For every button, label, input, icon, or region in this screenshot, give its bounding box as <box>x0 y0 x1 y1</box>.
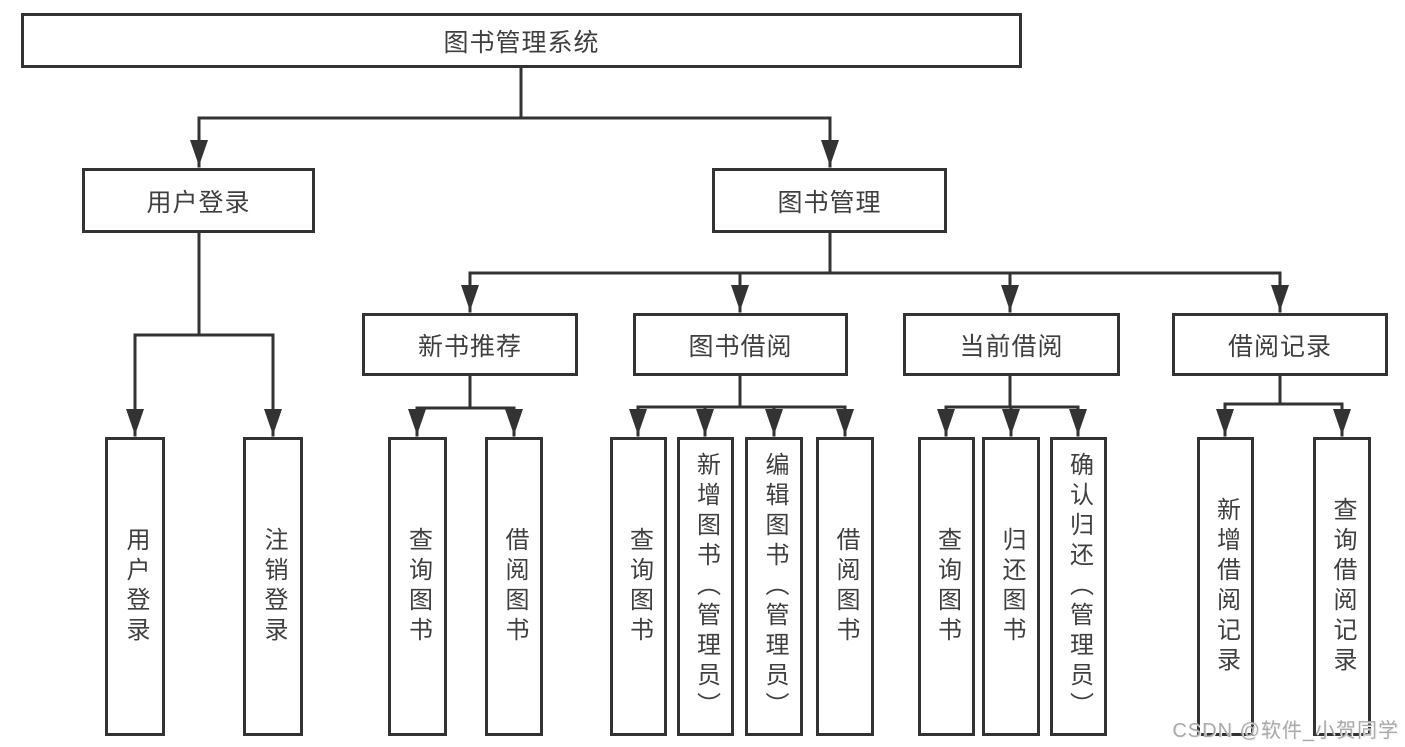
leaf-add-borrow-record: 新增借阅记录 <box>1197 437 1254 736</box>
leaf-query-books-current: 查询图书 <box>918 437 975 736</box>
node-book-borrowing: 图书借阅 <box>633 313 848 376</box>
connector-root-to-level2 <box>190 66 839 168</box>
leaf-logout: 注销登录 <box>243 437 303 736</box>
leaf-query-borrow-record: 查询借阅记录 <box>1313 437 1371 736</box>
leaf-user-login: 用户登录 <box>105 437 165 736</box>
node-book-management: 图书管理 <box>712 168 947 233</box>
connector-user-login-children <box>126 231 282 437</box>
node-user-login-branch: 用户登录 <box>82 168 315 233</box>
node-current-borrowing: 当前借阅 <box>903 313 1120 376</box>
node-root: 图书管理系统 <box>21 13 1022 68</box>
leaf-borrow-books: 借阅图书 <box>816 437 874 736</box>
leaf-edit-books-admin: 编辑图书（管理员） <box>745 437 803 736</box>
leaf-confirm-return-admin: 确认归还（管理员） <box>1050 437 1107 736</box>
leaf-borrow-books-recommend: 借阅图书 <box>485 437 543 736</box>
node-borrowing-records: 借阅记录 <box>1172 313 1388 376</box>
node-new-book-recommend: 新书推荐 <box>362 313 578 376</box>
connector-current-borrowing-children <box>937 374 1087 437</box>
leaf-add-books-admin: 新增图书（管理员） <box>677 437 734 736</box>
leaf-return-books: 归还图书 <box>982 437 1040 736</box>
connector-book-borrowing-children <box>629 374 854 437</box>
connector-book-management-to-groups <box>461 231 1289 313</box>
leaf-query-books-borrowing: 查询图书 <box>610 437 667 736</box>
leaf-query-books-recommend: 查询图书 <box>388 437 447 736</box>
watermark: CSDN @软件_小贺同学 <box>1172 720 1399 742</box>
connector-new-book-recommend-children <box>408 374 523 437</box>
connector-borrowing-records-children <box>1216 374 1351 437</box>
